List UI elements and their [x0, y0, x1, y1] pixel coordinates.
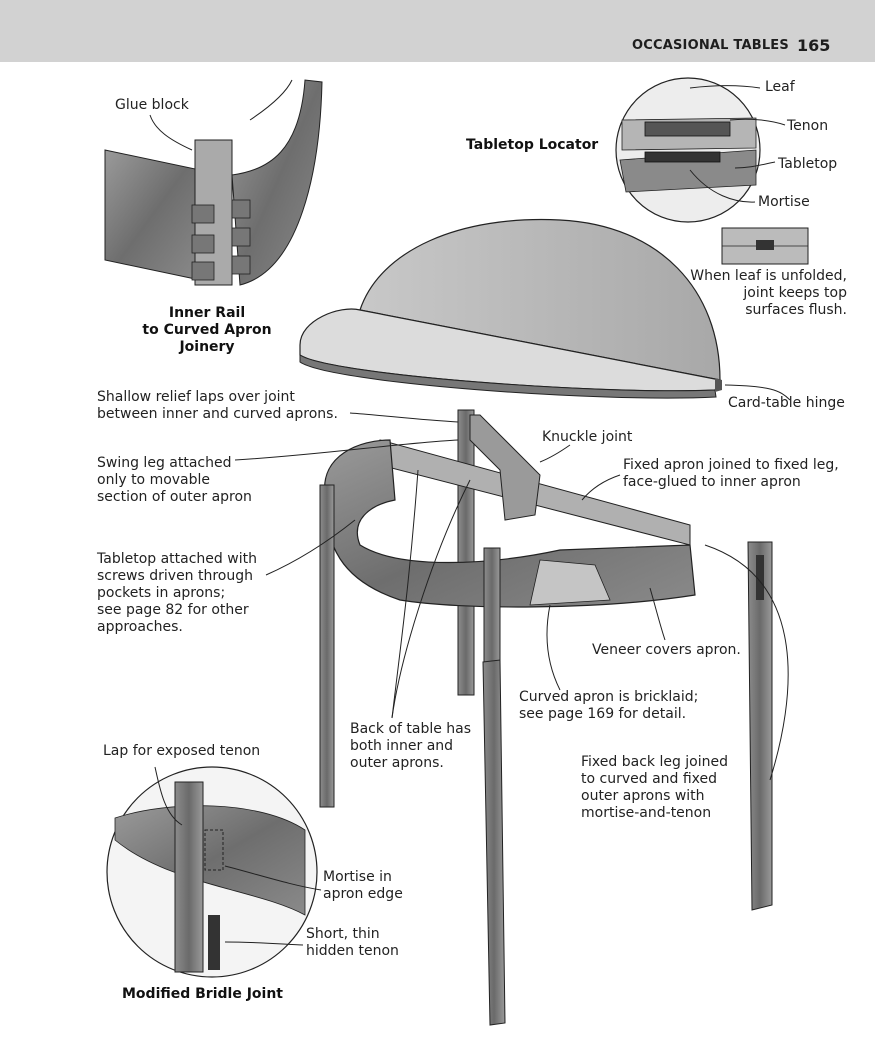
label-mortise: Mortise [758, 194, 810, 210]
swing-leg-line-2: only to movable [97, 472, 211, 488]
fixed-apron-line-2: face-glued to inner apron [623, 474, 801, 490]
page-header: OCCASIONAL TABLES 165 [0, 0, 875, 62]
back-of-table-line-3: outer aprons. [350, 755, 444, 771]
mortise-apron-line-1: Mortise in [323, 869, 392, 885]
tabletop-attached-line-1: Tabletop attached with [97, 551, 257, 567]
label-short-tenon: Short, thin hidden tenon [306, 926, 399, 960]
label-tabletop: Tabletop [778, 156, 838, 172]
section-title: OCCASIONAL TABLES [632, 38, 789, 53]
label-when-leaf: When leaf is unfolded, joint keeps top s… [685, 268, 847, 319]
label-glue-block: Glue block [115, 97, 189, 113]
table-base [319, 409, 773, 1026]
title-inner-rail-line-2: to Curved Apron [142, 322, 272, 338]
label-tabletop-attached: Tabletop attached with screws driven thr… [97, 551, 257, 636]
short-tenon-line-2: hidden tenon [306, 943, 399, 959]
fixed-back-leg-line-1: Fixed back leg joined [581, 754, 729, 770]
short-tenon-line-1: Short, thin [306, 926, 380, 942]
label-back-of-table: Back of table has both inner and outer a… [350, 721, 471, 772]
label-leaf: Leaf [765, 79, 795, 95]
label-card-table-hinge: Card-table hinge [728, 395, 845, 411]
tabletop-attached-line-4: see page 82 for other [97, 602, 249, 618]
title-bridle-joint: Modified Bridle Joint [122, 986, 283, 1002]
page-number: 165 [797, 36, 831, 55]
label-shallow-relief: Shallow relief laps over joint between i… [97, 389, 338, 423]
fixed-back-leg-line-3: outer aprons with [581, 788, 705, 804]
inner-rail-detail [104, 79, 323, 286]
title-tabletop-locator: Tabletop Locator [466, 137, 599, 153]
swing-leg-line-3: section of outer apron [97, 489, 252, 505]
tabletop-attached-line-2: screws driven through [97, 568, 254, 584]
back-of-table-line-2: both inner and [350, 738, 454, 754]
curved-apron-line-1: Curved apron is bricklaid; [519, 689, 699, 705]
label-fixed-apron: Fixed apron joined to fixed leg, face-gl… [623, 457, 839, 491]
swing-leg-line-1: Swing leg attached [97, 455, 232, 471]
label-mortise-apron-edge: Mortise in apron edge [323, 869, 403, 903]
fixed-back-leg-line-4: mortise-and-tenon [581, 805, 712, 821]
fixed-apron-line-1: Fixed apron joined to fixed leg, [623, 457, 839, 473]
fixed-back-leg-line-2: to curved and fixed [581, 771, 718, 787]
label-fixed-back-leg: Fixed back leg joined to curved and fixe… [581, 754, 728, 822]
title-inner-rail: Inner Rail to Curved Apron Joinery [122, 305, 292, 356]
label-veneer: Veneer covers apron. [592, 642, 741, 658]
label-lap-exposed-tenon: Lap for exposed tenon [103, 743, 261, 759]
label-tenon: Tenon [787, 118, 829, 134]
mortise-apron-line-2: apron edge [323, 886, 403, 902]
bridle-joint-detail [106, 766, 318, 978]
label-swing-leg: Swing leg attached only to movable secti… [97, 455, 252, 506]
leader-lines [154, 384, 791, 946]
tabletop-attached-line-3: pockets in aprons; [97, 585, 226, 601]
when-leaf-line-3: surfaces flush. [745, 302, 847, 318]
shallow-relief-line-1: Shallow relief laps over joint [97, 389, 295, 405]
tabletop-locator-detail [615, 77, 809, 265]
when-leaf-line-2: joint keeps top [743, 285, 847, 301]
tabletop-attached-line-5: approaches. [97, 619, 183, 635]
title-inner-rail-line-1: Inner Rail [168, 305, 246, 321]
label-curved-apron: Curved apron is bricklaid; see page 169 … [519, 689, 698, 723]
curved-apron-line-2: see page 169 for detail. [519, 706, 687, 722]
label-knuckle-joint: Knuckle joint [542, 429, 633, 445]
when-leaf-line-1: When leaf is unfolded, [690, 268, 847, 284]
table-top [299, 218, 722, 399]
title-inner-rail-line-3: Joinery [179, 339, 235, 355]
back-of-table-line-1: Back of table has [350, 721, 472, 737]
shallow-relief-line-2: between inner and curved aprons. [97, 406, 338, 422]
